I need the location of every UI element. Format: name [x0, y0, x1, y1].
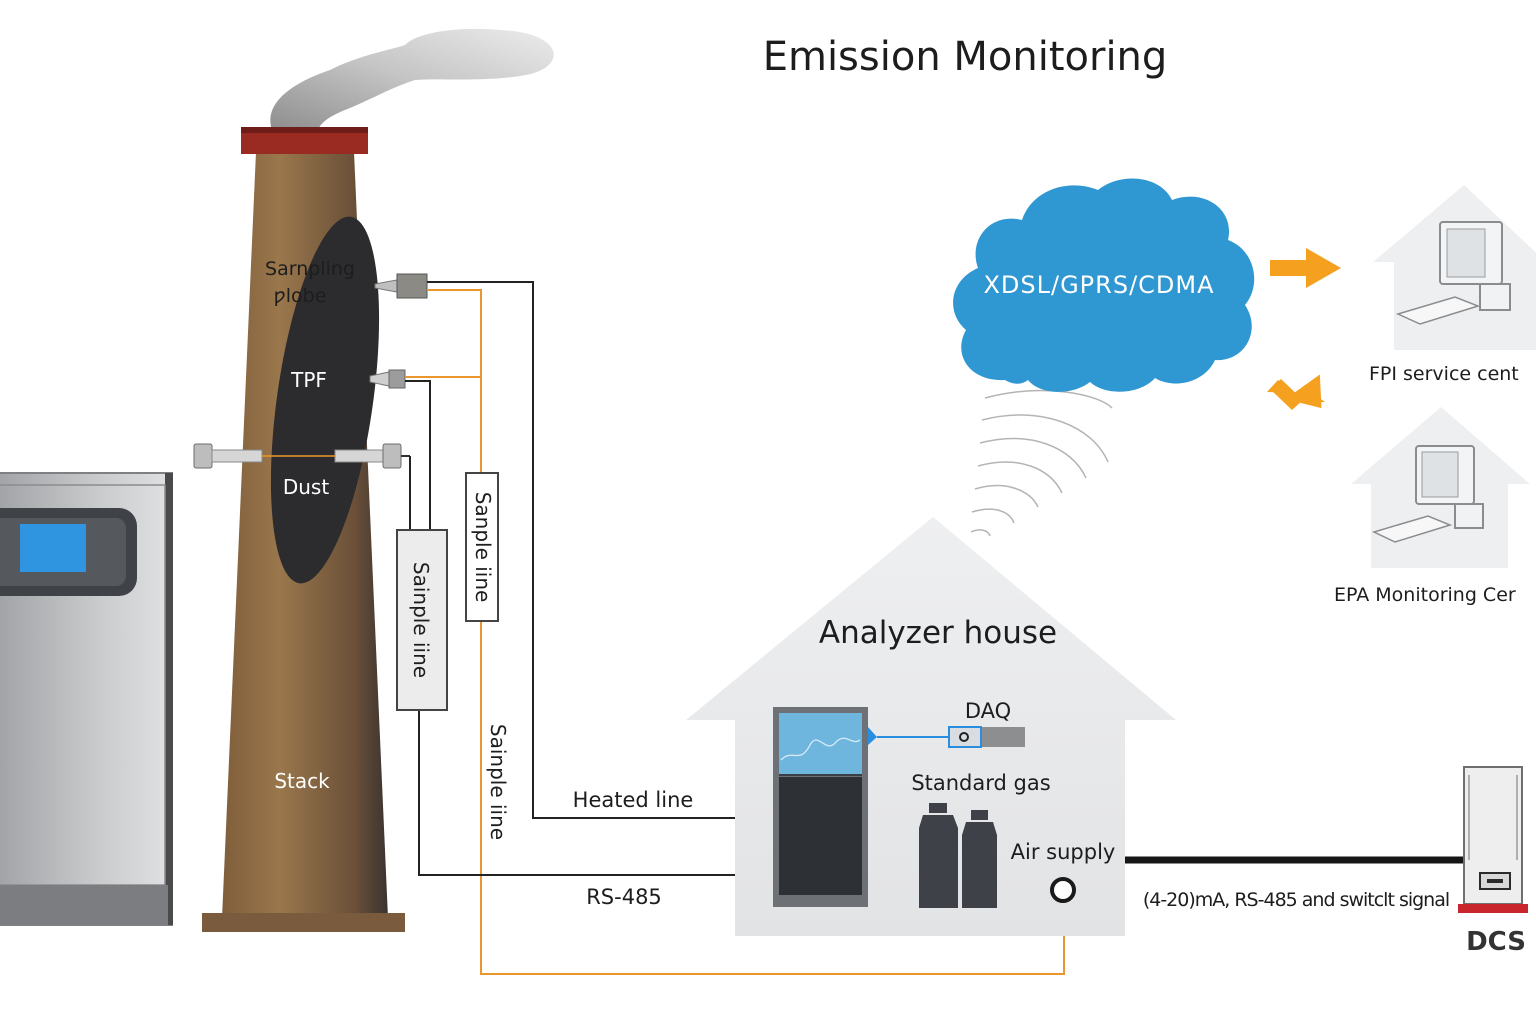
tpf-label: TPF — [290, 368, 327, 392]
computer-icon — [1371, 445, 1484, 543]
server-tower-icon — [1458, 766, 1528, 913]
air-supply-label: Air supply — [1011, 840, 1116, 864]
tpf-probe — [369, 369, 406, 389]
rs485-line — [418, 710, 735, 876]
dust-sensor — [193, 443, 410, 469]
cloud-icon — [953, 178, 1255, 392]
sample-line-box-1: Sainple iine — [396, 529, 448, 711]
arrow-right-icon — [1270, 248, 1341, 288]
epa-monitoring-label: EPA Monitoring Cer — [1334, 584, 1516, 606]
standard-gas-label: Standard gas — [911, 771, 1050, 795]
daq-label: DAQ — [965, 699, 1011, 723]
connection-lines — [405, 281, 1464, 975]
stack-interior-shadow — [270, 216, 380, 584]
heated-line-label: Heated line — [573, 788, 694, 812]
sample-line-orange — [427, 289, 1065, 975]
sample-line-box-2: Sanple iine — [465, 472, 499, 622]
sample-line-label-2: Sanple iine — [471, 492, 495, 603]
computer-icon — [1395, 221, 1511, 325]
stack-label: Stack — [274, 769, 330, 793]
epa-monitoring-center — [1351, 407, 1530, 568]
gas-cylinder-icon — [919, 803, 958, 908]
air-supply-icon — [1050, 877, 1076, 903]
fpi-service-label: FPI service cent — [1369, 363, 1519, 385]
page-title: Emission Monitoring — [763, 34, 1168, 80]
heated-line — [427, 281, 735, 819]
daq-device — [948, 726, 1025, 748]
stack — [202, 127, 405, 932]
sampling-probe — [374, 273, 428, 299]
analyzer-house: Analyzer house DAQ Standard gas Air — [686, 517, 1176, 936]
dcs-signal-label: (4-20)mA, RS-485 and switclt signal — [1143, 889, 1449, 911]
analyzer-screen — [779, 713, 862, 775]
smoke-icon — [270, 28, 554, 131]
sample-line-label-1: Sainple iine — [409, 562, 433, 678]
dust-label: Dust — [283, 475, 329, 499]
arrow-right-icon — [1267, 374, 1325, 410]
signal-waves-icon — [970, 389, 1113, 537]
rs485-label: RS-485 — [586, 885, 662, 909]
sample-line-label-3: Sainple iine — [486, 724, 510, 840]
cloud-network-label: XDSL/GPRS/CDMA — [983, 271, 1214, 299]
sampling-probe-label-2: ƿlobe — [274, 285, 327, 307]
dcs-label: DCS — [1466, 927, 1526, 957]
gas-cylinder-icon — [962, 810, 997, 908]
analyzer-house-title: Analyzer house — [819, 615, 1057, 651]
fpi-service-center — [1373, 185, 1536, 350]
cabinet-screen — [20, 524, 86, 572]
sampling-probe-label: Sarnpling — [265, 258, 355, 280]
analyzer-cabinet — [0, 472, 173, 926]
analyzer-unit — [773, 707, 868, 907]
